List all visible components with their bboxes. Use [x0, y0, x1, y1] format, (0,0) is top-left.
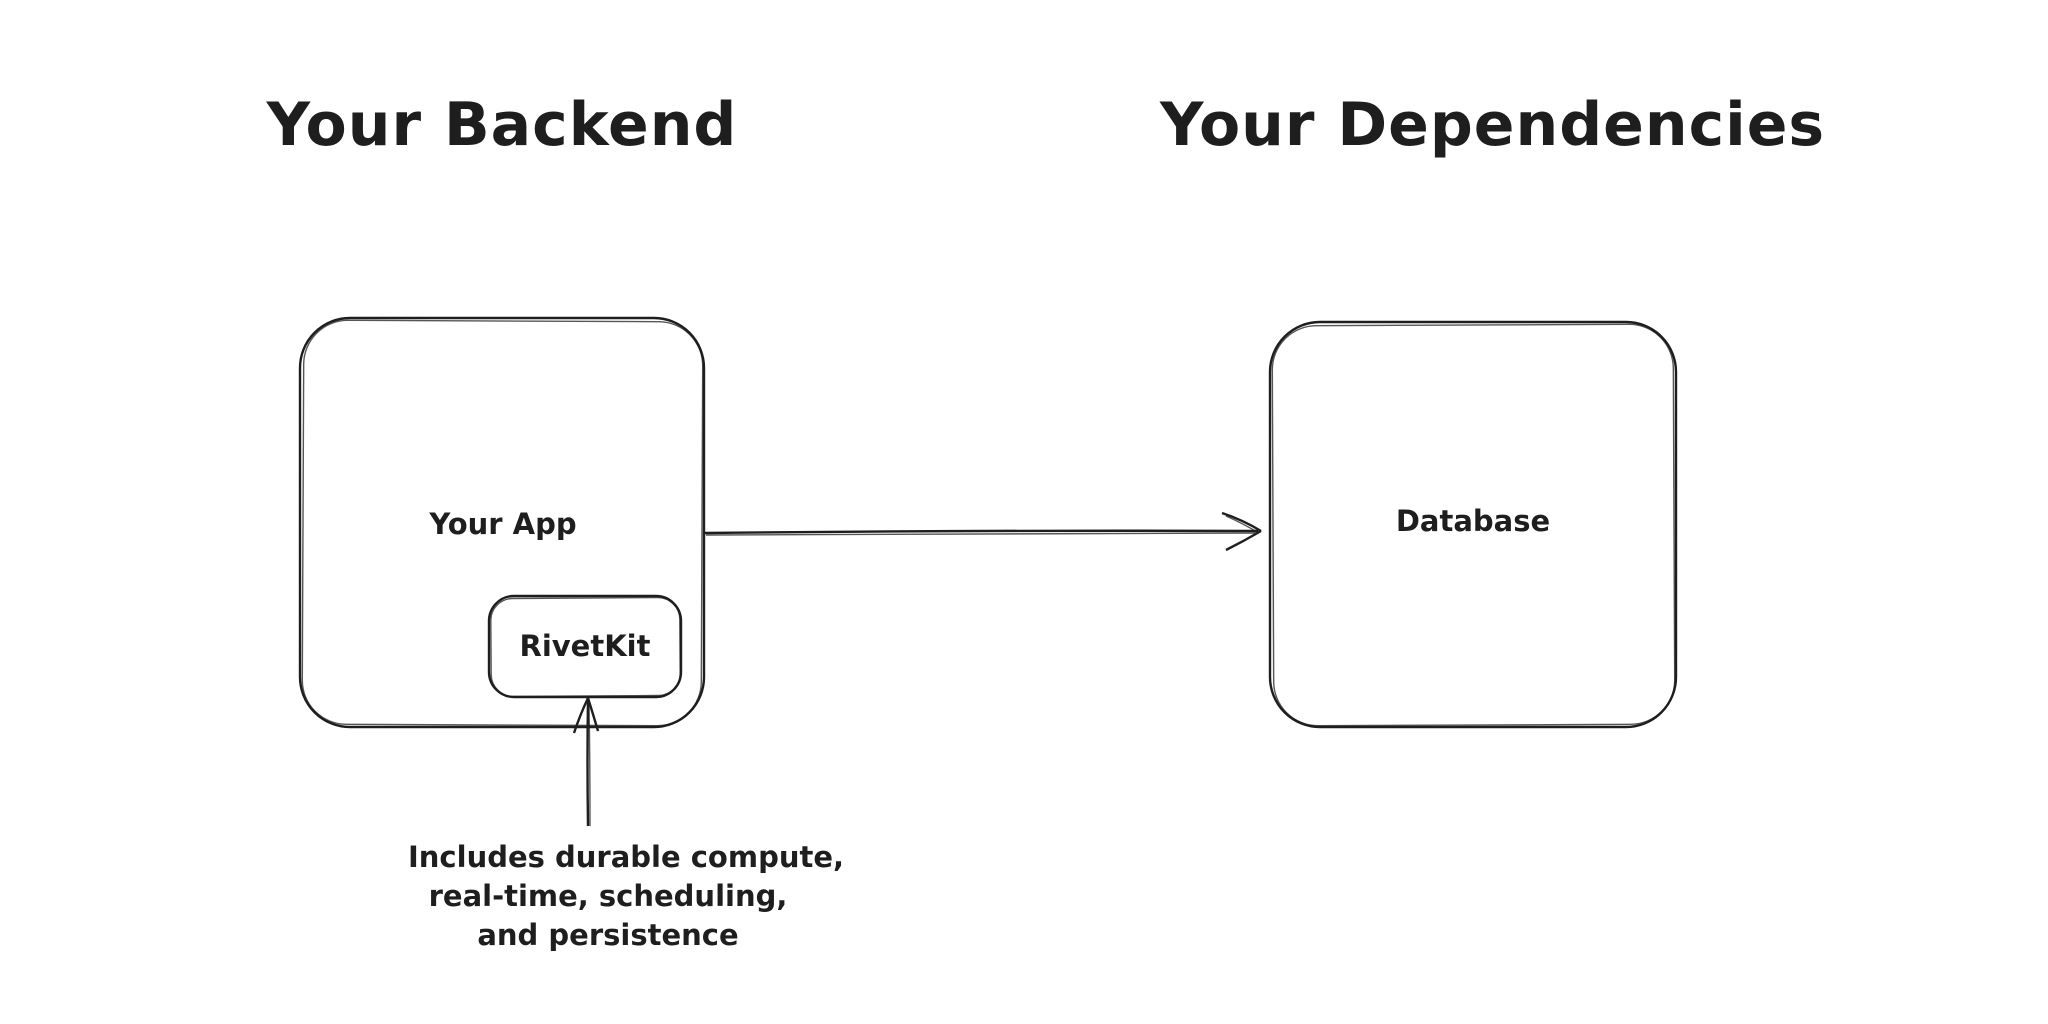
- database-box: [1268, 320, 1678, 729]
- rivetkit-annotation: Includes durable compute, real-time, sch…: [408, 838, 845, 955]
- your-app-box: [298, 316, 706, 729]
- node-label-rivetkit: RivetKit: [519, 629, 651, 663]
- arrow-annotation-to-rivetkit-icon: [572, 697, 600, 827]
- arrow-app-to-database-icon: [704, 511, 1262, 552]
- annotation-line-2: real-time, scheduling,: [428, 879, 788, 913]
- annotation-line-1: Includes durable compute,: [408, 840, 845, 874]
- node-label-your-app: Your App: [429, 507, 577, 541]
- section-title-your-dependencies: Your Dependencies: [1160, 90, 1826, 160]
- rivetkit-box: [487, 594, 683, 699]
- node-label-database: Database: [1395, 504, 1551, 538]
- section-title-your-backend: Your Backend: [266, 90, 738, 160]
- annotation-line-3: and persistence: [477, 918, 739, 952]
